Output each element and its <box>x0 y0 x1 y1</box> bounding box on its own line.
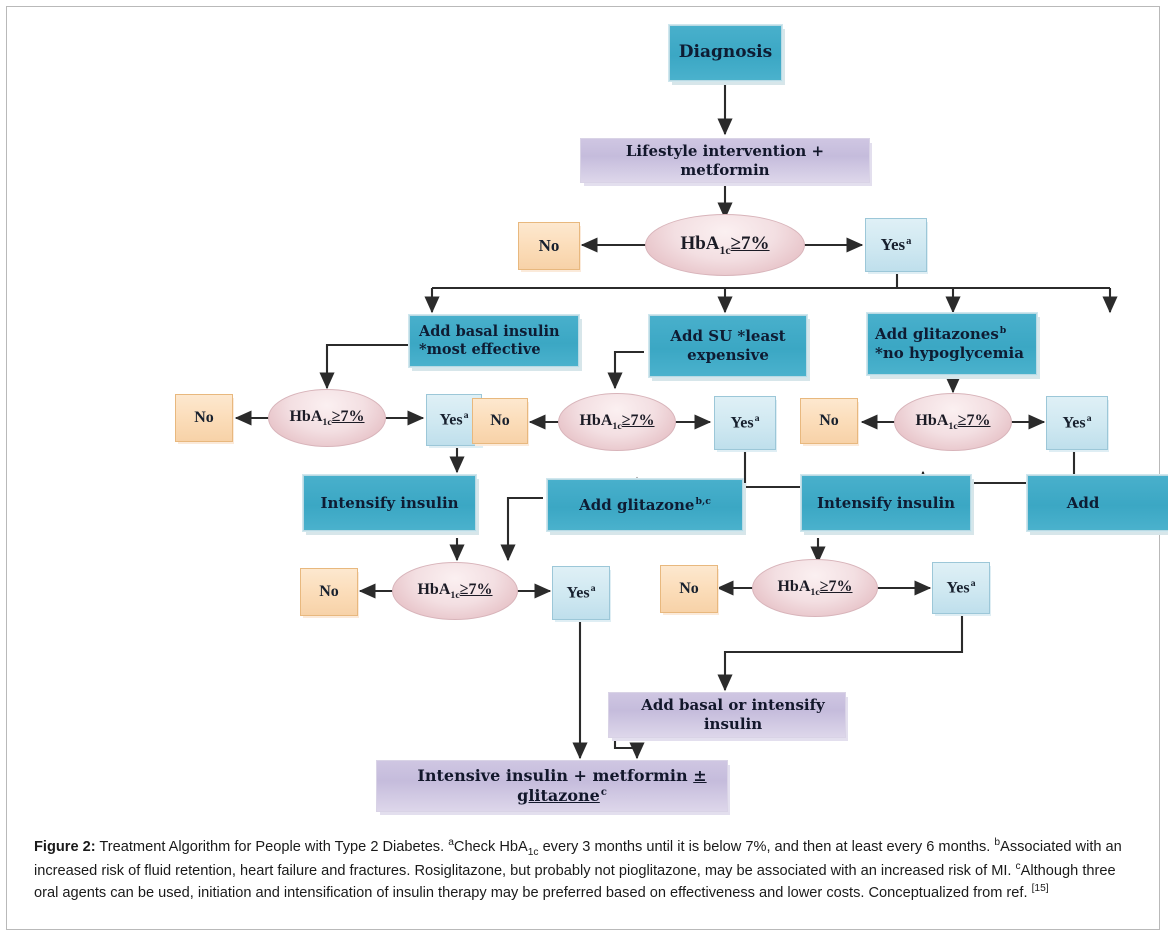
node-add-basal-insulin-line2: *most effective <box>419 341 541 358</box>
decision-1-label: HbA1c≥7% <box>680 232 770 257</box>
decision-hba1c-1[interactable]: HbA1c≥7% <box>645 214 805 276</box>
decision-1-yes-label: Yesa <box>880 235 912 255</box>
decision-hba1c-5[interactable]: HbA1c≥7% <box>392 562 518 620</box>
decision-2-yes-label: Yesa <box>439 409 469 429</box>
decision-6-yes-label: Yesa <box>946 577 976 597</box>
decision-1-yes[interactable]: Yesa <box>865 218 927 272</box>
decision-5-yes[interactable]: Yesa <box>552 566 610 620</box>
node-add-su-line2: expensive <box>687 346 769 364</box>
caption-note-b-text: Associated with an increased risk of flu… <box>34 838 1122 880</box>
node-add-clipped[interactable]: Add <box>1026 474 1168 532</box>
decision-5-no-label: No <box>319 583 339 600</box>
decision-hba1c-6[interactable]: HbA1c≥7% <box>752 559 878 617</box>
caption-note-b-marker: b <box>994 837 1001 848</box>
caption-note-a-text: Check HbA <box>453 838 528 855</box>
edge-addbasal-final <box>613 738 645 760</box>
decision-4-no-label: No <box>819 412 839 429</box>
decision-5-no[interactable]: No <box>300 568 358 616</box>
decision-6-no[interactable]: No <box>660 565 718 613</box>
decision-3-no[interactable]: No <box>472 398 528 444</box>
node-add-glitazone[interactable]: Add glitazoneb,c <box>546 478 744 532</box>
node-add-glitazones-line2: *no hypoglycemia <box>875 344 1024 362</box>
decision-1-no[interactable]: No <box>518 222 580 270</box>
node-intensify-insulin-2-label: Intensify insulin <box>816 493 956 512</box>
node-add-su-line1: Add SU *least <box>670 327 786 346</box>
decision-hba1c-2[interactable]: HbA1c≥7% <box>268 389 386 447</box>
node-add-glitazones-line1: Add glitazonesb <box>875 325 1007 344</box>
decision-4-no[interactable]: No <box>800 398 858 444</box>
decision-5-yes-label: Yesa <box>566 582 596 602</box>
node-final-label: Intensive insulin + metformin ± glitazon… <box>417 766 707 805</box>
decision-hba1c-4[interactable]: HbA1c≥7% <box>894 393 1012 451</box>
node-lifestyle-label: Lifestyle intervention + metformin <box>625 141 825 179</box>
edge-su-d3 <box>607 350 644 390</box>
node-add-glitazones[interactable]: Add glitazonesb *no hypoglycemia <box>866 312 1038 376</box>
node-add-su[interactable]: Add SU *least expensive <box>648 314 808 378</box>
decision-5-label: HbA1c≥7% <box>417 580 493 601</box>
decision-2-no[interactable]: No <box>175 394 233 442</box>
caption-note-c-marker: c <box>1015 861 1021 873</box>
node-add-basal-or-intensify[interactable]: Add basal or intensify insulin <box>608 692 846 738</box>
node-diagnosis-label: Diagnosis <box>678 42 773 63</box>
edge-d6yes-addbasal <box>717 614 964 692</box>
node-intensify-insulin-2[interactable]: Intensify insulin <box>800 474 972 532</box>
decision-3-no-label: No <box>490 412 510 429</box>
node-add-basal-or-intensify-label: Add basal or intensify insulin <box>641 696 825 733</box>
decision-6-no-label: No <box>679 580 699 597</box>
decision-2-no-label: No <box>194 409 214 426</box>
edge-basal-d2 <box>319 343 408 390</box>
caption-note-a-rest: every 3 months until it is below 7%, and… <box>538 838 995 855</box>
decision-6-label: HbA1c≥7% <box>777 577 853 598</box>
caption-figure-label: Figure 2: <box>34 838 96 855</box>
decision-1-no-label: No <box>538 236 560 256</box>
decision-4-yes-label: Yesa <box>1062 412 1092 432</box>
node-final-intensive-insulin[interactable]: Intensive insulin + metformin ± glitazon… <box>376 760 728 812</box>
caption-note-c-text: Although three oral agents can be used, … <box>34 863 1116 901</box>
decision-6-yes[interactable]: Yesa <box>932 562 990 614</box>
flowchart-canvas: Diagnosis Lifestyle intervention + metfo… <box>175 24 1168 812</box>
node-add-basal-insulin[interactable]: Add basal insulin *most effective <box>408 314 580 368</box>
decision-4-label: HbA1c≥7% <box>915 411 991 432</box>
decision-hba1c-3[interactable]: HbA1c≥7% <box>558 393 676 451</box>
caption-note-a-sub: 1c <box>527 846 539 858</box>
decision-3-yes-label: Yesa <box>730 412 760 432</box>
decision-4-yes[interactable]: Yesa <box>1046 396 1108 450</box>
caption-main-text: Treatment Algorithm for People with Type… <box>95 838 449 855</box>
figure-caption: Figure 2: Treatment Algorithm for People… <box>34 836 1138 903</box>
node-intensify-insulin-1-label: Intensify insulin <box>320 493 459 512</box>
node-lifestyle-metformin[interactable]: Lifestyle intervention + metformin <box>580 138 870 183</box>
decision-3-yes[interactable]: Yesa <box>714 396 776 450</box>
caption-reference: [15] <box>1031 882 1049 894</box>
caption-note-a-marker: a <box>448 837 454 848</box>
edge-addglit-d5 <box>500 496 543 562</box>
node-add-basal-insulin-line1: Add basal insulin <box>419 322 560 340</box>
node-intensify-insulin-1[interactable]: Intensify insulin <box>302 474 477 532</box>
node-add-clipped-label: Add <box>1066 493 1100 512</box>
node-diagnosis[interactable]: Diagnosis <box>668 24 783 82</box>
node-add-glitazone-label: Add glitazoneb,c <box>579 495 711 514</box>
decision-2-label: HbA1c≥7% <box>289 407 365 428</box>
decision-3-label: HbA1c≥7% <box>579 411 655 432</box>
